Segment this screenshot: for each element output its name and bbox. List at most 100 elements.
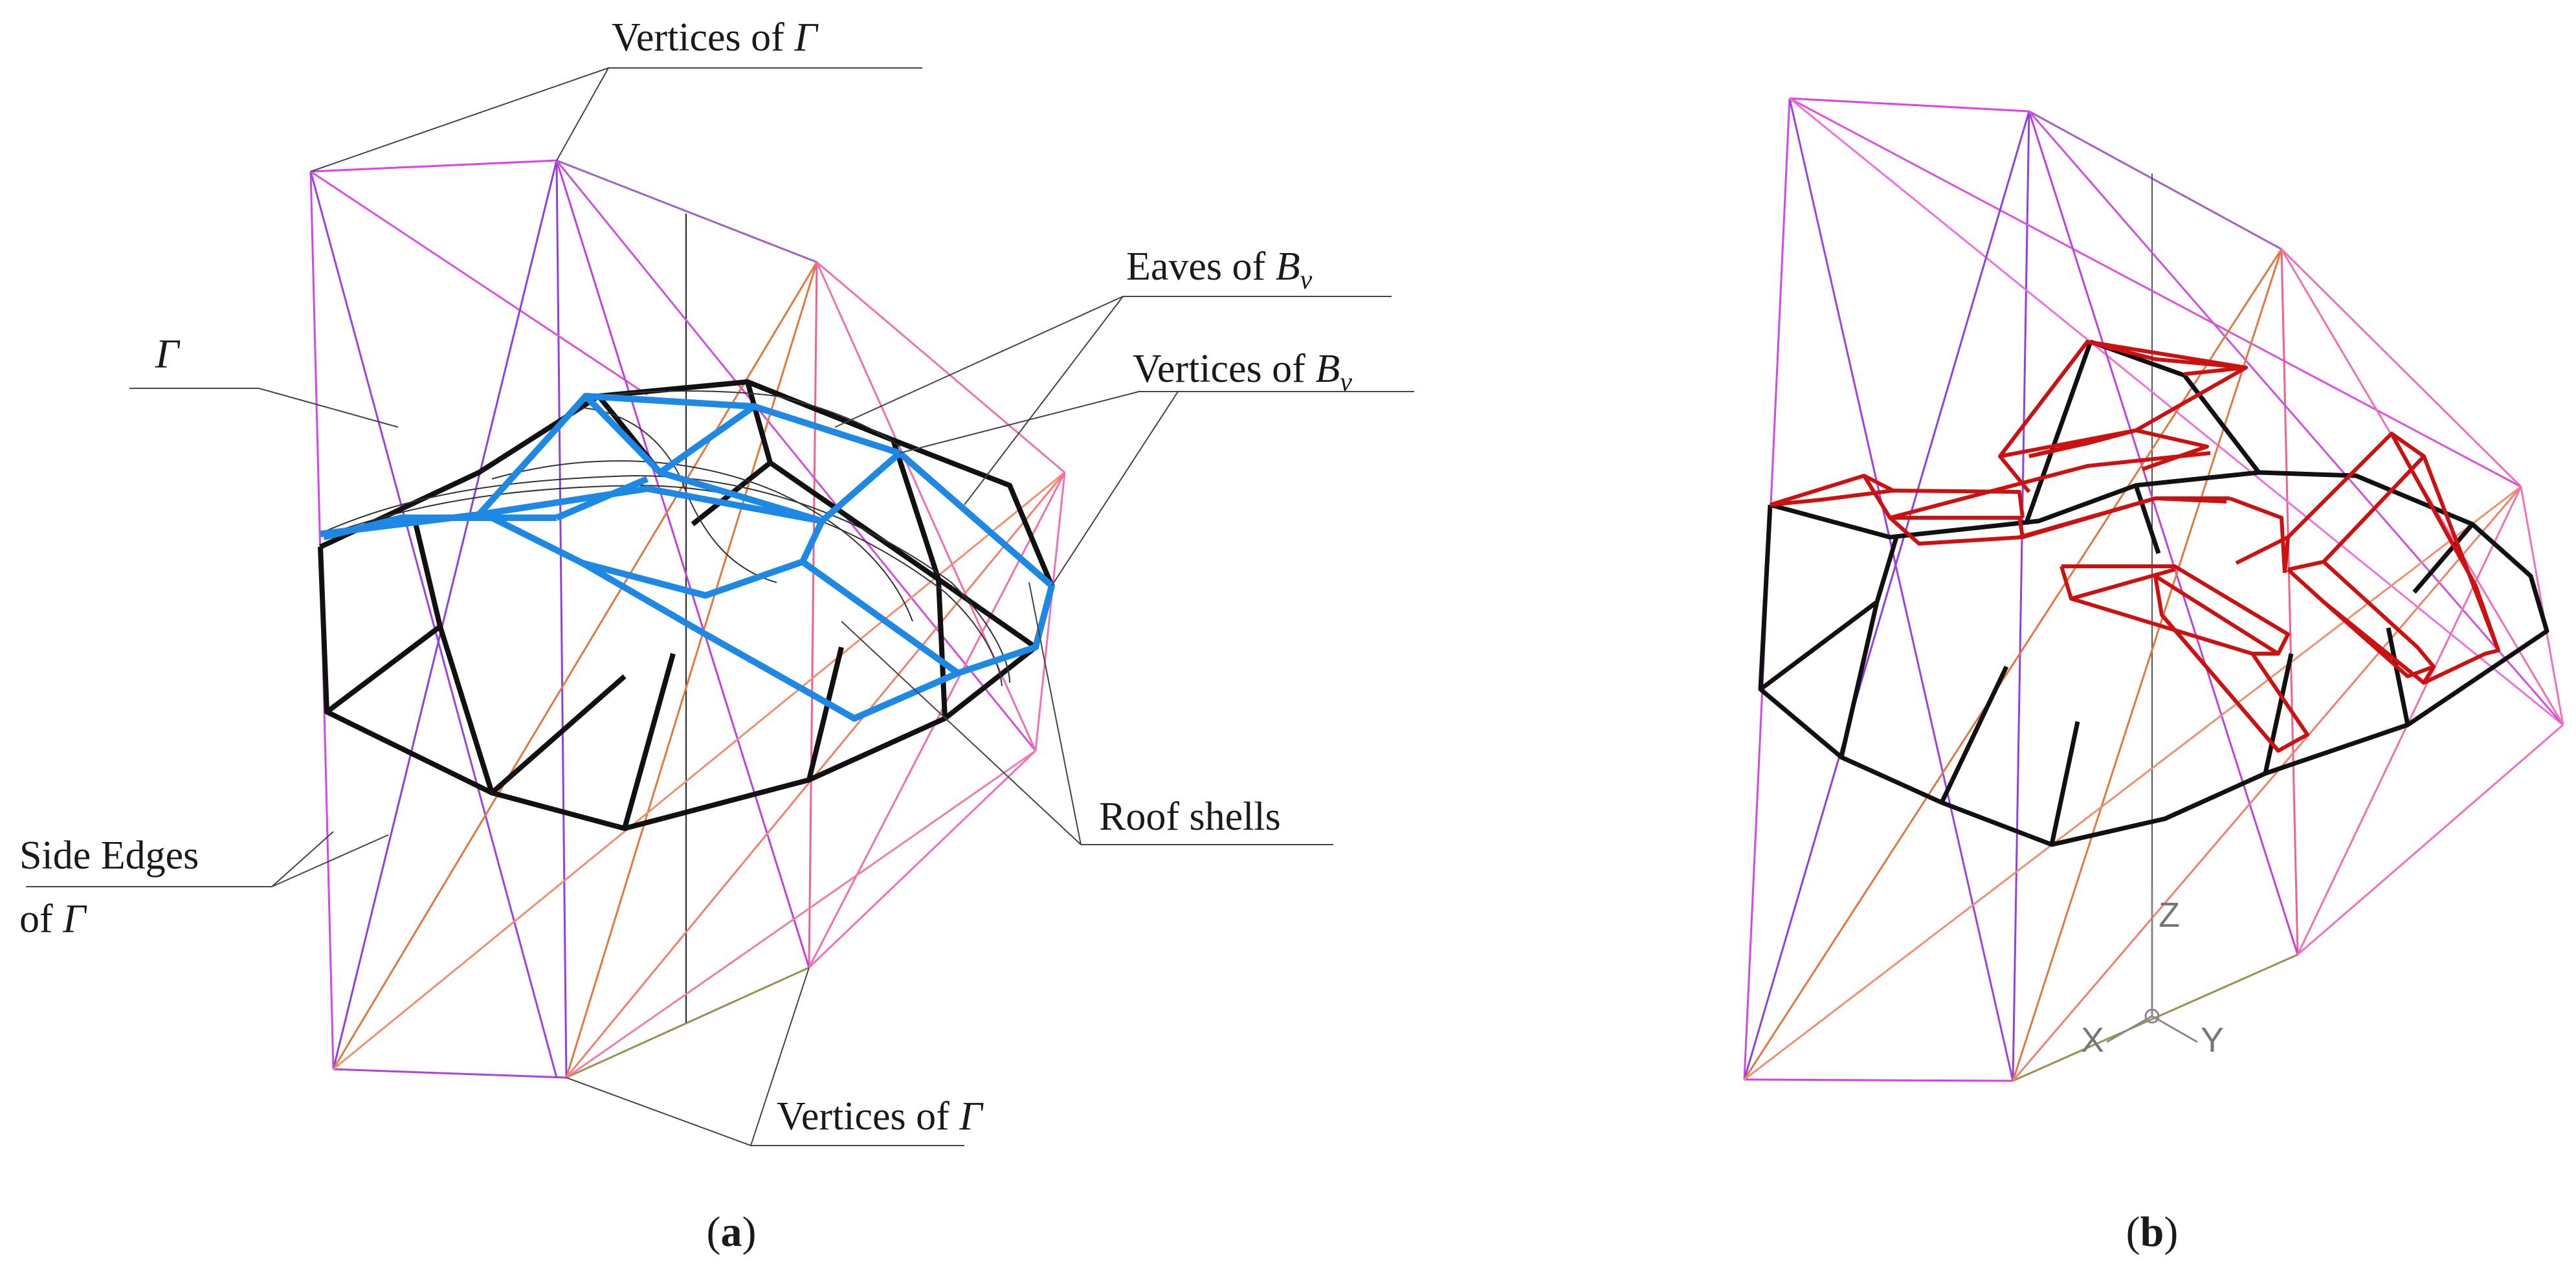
x-axis [2106, 1015, 2153, 1043]
axes-triad [2106, 887, 2198, 1043]
label-roof-shells: Roof shells [1099, 795, 1281, 839]
panel-a: Vertices of Γ Eaves of Bv Vertices of Bv… [19, 16, 1414, 1256]
diagonal [566, 749, 1036, 1079]
roof-inner-edge [1759, 599, 1880, 758]
roof-inner-edge [2386, 627, 2410, 726]
roof-shell-curves [323, 390, 1010, 687]
roof-inner-edge [1874, 536, 1899, 603]
red-frame [2422, 455, 2500, 685]
diagonal [310, 170, 648, 396]
roof-black-b [1758, 339, 2549, 847]
leader-vertices-gamma-bottom-2 [750, 967, 810, 1146]
roof-inner-edge [2263, 653, 2294, 774]
leader-eaves-2 [964, 296, 1124, 505]
red-frame [2087, 340, 2248, 376]
origin [2144, 1008, 2160, 1024]
diagonal [2028, 111, 2299, 955]
eaves-inner [322, 515, 557, 540]
diagonal [1788, 98, 2014, 1081]
roof-outline [1758, 470, 2549, 847]
roof-inner-edge [937, 577, 1038, 650]
eaves-blue [320, 393, 1055, 722]
roof-inner-edge [1939, 665, 2009, 804]
label-side-edges-line1: Side Edges [19, 834, 199, 878]
axis-label-z: Z [2159, 896, 2180, 935]
gamma-edge [1034, 472, 1066, 751]
gamma-edge [2280, 248, 2522, 488]
leader-roof-shells-2 [1028, 582, 1082, 845]
diagonal [2012, 249, 2283, 1081]
axis-label-x: X [2081, 1021, 2104, 1059]
red-frame [1998, 340, 2248, 493]
diagonal [332, 160, 558, 1070]
diagonal [2012, 486, 2522, 1081]
gamma-edge [566, 966, 810, 1079]
side-edge [555, 160, 568, 1078]
eaves-inner [581, 519, 825, 599]
red-frame [1862, 474, 2025, 546]
red-frame [1893, 489, 2025, 518]
red-frame [1889, 451, 2211, 520]
side-edge [2280, 249, 2299, 955]
diagonal [332, 261, 818, 1070]
gamma-edge [556, 159, 817, 263]
shell-curve [491, 460, 913, 622]
gamma-edge [2520, 486, 2564, 726]
roof-inner-edge [2049, 721, 2080, 845]
gamma-edge [310, 159, 557, 173]
side-edge [808, 261, 818, 968]
shell-curve [585, 390, 900, 447]
red-frame [2228, 496, 2287, 573]
diagonal [1789, 97, 2522, 488]
gamma-edge [2028, 110, 2282, 250]
red-frame [2286, 560, 2436, 685]
leader-vertices-gamma-top [310, 67, 922, 172]
roof-inner-edge [325, 624, 494, 794]
gamma-edge [333, 1068, 567, 1079]
eaves-inner [555, 476, 649, 521]
diagonal [2028, 111, 2564, 726]
axis-label-y: Y [2201, 1021, 2224, 1059]
red-frame [2160, 614, 2280, 752]
red-frame [2061, 564, 2290, 656]
diagonal [1743, 111, 2030, 1080]
red-frame [2028, 428, 2137, 458]
leader-vertices-gamma-top-2 [556, 67, 609, 161]
label-side-edges-line2: of Γ [19, 897, 87, 941]
gamma-edge [1744, 1078, 2014, 1082]
red-frame [2071, 597, 2278, 656]
roof-inner-edge [745, 381, 948, 719]
roof-inner-edge [412, 517, 443, 627]
diagonal [816, 261, 1037, 751]
diagonal [555, 160, 1037, 751]
label-eaves-bv: Eaves of Bv [1126, 245, 1313, 295]
eaves-inner [801, 559, 960, 676]
roof-inner-edge [2089, 339, 2261, 474]
roof-inner-edge [2133, 484, 2161, 555]
y-axis [2151, 1015, 2198, 1043]
red-frame [2235, 432, 2426, 571]
roof-inner-edge [2412, 522, 2474, 594]
label-vertices-bv: Vertices of Bv [1133, 347, 1352, 397]
roof-inner-edge [622, 652, 676, 830]
roof-inner-edge [2023, 340, 2093, 526]
diagonal [1744, 485, 2522, 1081]
panel-b: Z X Y (b) [1743, 97, 2564, 1256]
leader-lines [26, 67, 1414, 1146]
gamma-wireframe [309, 159, 1066, 1079]
roof-inner-edge [490, 674, 627, 795]
shell-curve [582, 407, 777, 583]
gamma-edge [1789, 97, 2030, 113]
red-frame [2390, 432, 2500, 651]
diagonal [333, 471, 1065, 1070]
label-gamma: Γ [155, 331, 181, 377]
red-frame [2322, 600, 2435, 678]
diagonal [309, 171, 558, 1078]
side-edge [2012, 111, 2030, 1081]
label-vertices-gamma-bottom: Vertices of Γ [777, 1094, 984, 1138]
gamma-wireframe-b [1743, 97, 2564, 1082]
leader-side-edges-2 [271, 834, 389, 887]
leader-gamma [129, 388, 399, 428]
gamma-edge [808, 749, 1037, 969]
